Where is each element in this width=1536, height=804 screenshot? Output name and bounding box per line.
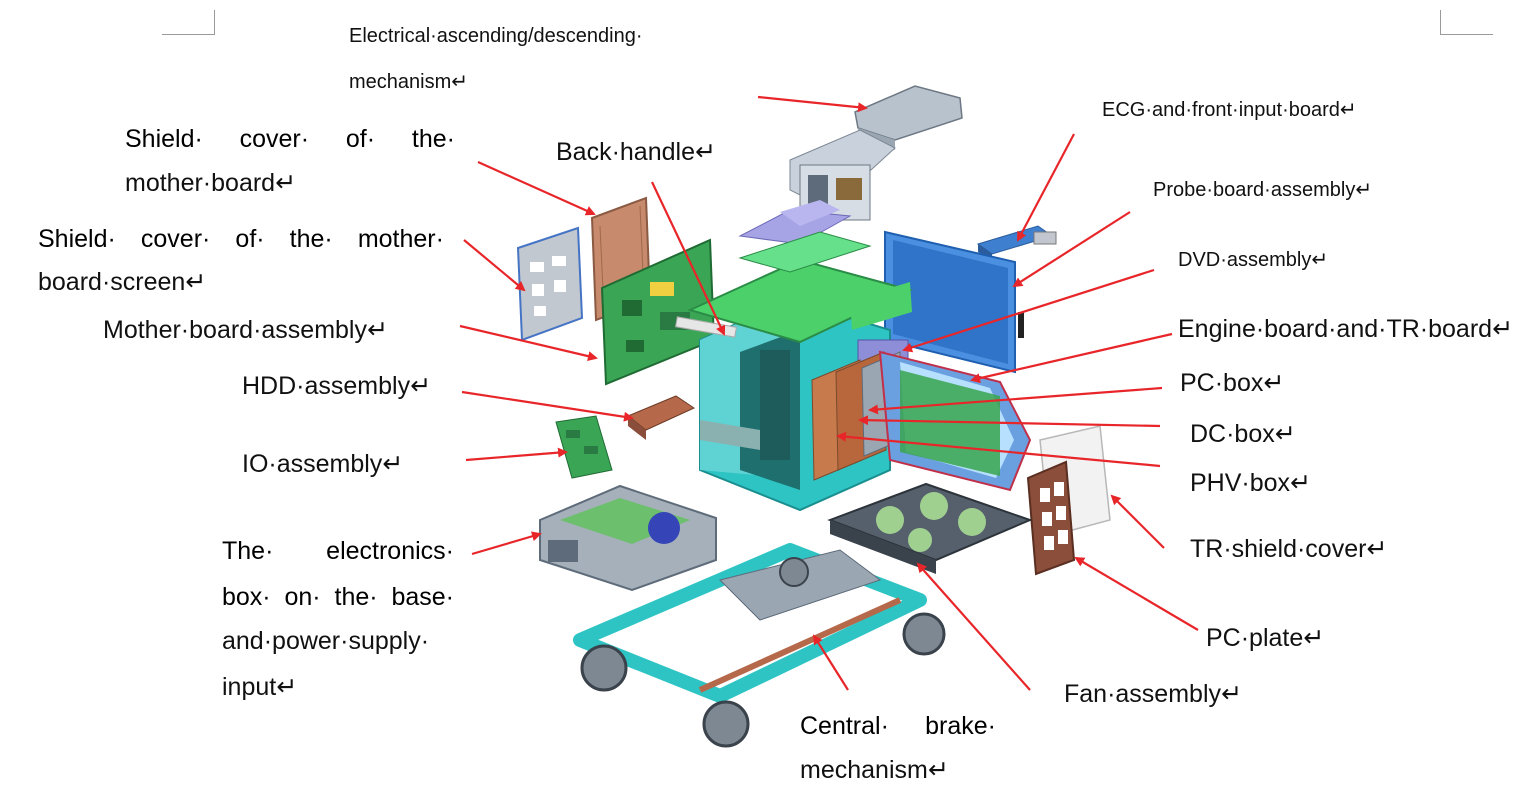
- label-shield-mb-line1: Shield· cover· of· the·: [125, 125, 455, 154]
- label-mother-board-assembly: Mother·board·assembly↵: [103, 316, 388, 344]
- label-electrical-line1: Electrical·ascending/descending·: [349, 25, 643, 47]
- arrow-ecg: [1017, 133, 1075, 242]
- label-word: the·: [411, 125, 455, 153]
- page-corner-mark-right: [1440, 10, 1493, 35]
- top-deck-part: [675, 231, 913, 344]
- label-word: Central·: [800, 712, 889, 740]
- arrow-dvd: [902, 268, 1155, 353]
- label-brake-line2: mechanism↵: [800, 756, 949, 784]
- label-io-assembly: IO·assembly↵: [242, 450, 404, 478]
- arrow-brake: [812, 634, 849, 691]
- shield-screen-part: [516, 226, 584, 342]
- label-shield-screen-line2: board·screen↵: [38, 268, 207, 296]
- arrow-probe: [1012, 211, 1131, 288]
- arrow-pc-box: [868, 386, 1163, 415]
- arrow-phv-box: [836, 431, 1161, 468]
- label-ecg-board: ECG·and·front·input·board↵: [1102, 99, 1357, 121]
- label-word: electronics·: [326, 537, 454, 565]
- arrow-tr-shield: [1110, 494, 1165, 549]
- arrow-io: [465, 447, 568, 462]
- label-word: cover·: [140, 225, 211, 253]
- label-tr-shield: TR·shield·cover↵: [1190, 535, 1388, 563]
- label-word: base·: [391, 583, 454, 611]
- label-pc-plate: PC·plate↵: [1206, 624, 1325, 652]
- label-back-handle: Back·handle↵: [556, 138, 716, 166]
- label-electronics-line2: box· on· the· base·: [222, 583, 454, 612]
- base-frame-part: [573, 543, 946, 748]
- label-shield-mb-line2: mother·board↵: [125, 169, 297, 197]
- lift-mechanism-part: [738, 85, 963, 245]
- label-electrical-line2: mechanism↵: [349, 71, 469, 93]
- label-word: mother·: [357, 225, 444, 253]
- io-part: [555, 415, 613, 479]
- label-fan-assembly: Fan·assembly↵: [1064, 680, 1242, 708]
- arrow-hdd: [461, 390, 634, 422]
- arrow-electronics-box: [471, 531, 542, 556]
- motherboard-part: [600, 238, 716, 386]
- label-word: brake·: [925, 712, 996, 740]
- label-word: box·: [222, 583, 271, 611]
- arrow-fan: [916, 562, 1031, 691]
- arrow-electrical: [757, 95, 868, 113]
- label-word: on·: [284, 583, 321, 611]
- label-word: The·: [222, 537, 274, 565]
- label-brake-line1: Central· brake·: [800, 712, 996, 741]
- page-corner-mark-left: [162, 10, 215, 35]
- label-word: Shield·: [38, 225, 116, 253]
- arrow-dc-box: [858, 415, 1161, 428]
- electronics-box-part: [539, 484, 717, 592]
- label-electronics-line1: The· electronics·: [222, 537, 454, 566]
- label-word: Shield·: [125, 125, 203, 153]
- arrow-mother-board: [459, 324, 598, 362]
- label-electronics-line4: input↵: [222, 673, 298, 701]
- label-shield-screen-line1: Shield· cover· of· the· mother·: [38, 225, 444, 254]
- label-electronics-line3: and·power·supply·: [222, 627, 430, 655]
- arrow-back-handle: [651, 181, 726, 336]
- arrow-shield-screen: [463, 239, 526, 292]
- arrow-pc-plate: [1074, 556, 1199, 631]
- label-dvd-assembly: DVD·assembly↵: [1178, 249, 1329, 271]
- arrow-shield-mb: [477, 160, 596, 216]
- label-hdd-assembly: HDD·assembly↵: [242, 372, 432, 400]
- probe-board-part: [884, 230, 1024, 374]
- label-engine-board: Engine·board·and·TR·board↵: [1178, 315, 1514, 343]
- label-word: the·: [334, 583, 378, 611]
- label-probe-board: Probe·board·assembly↵: [1153, 179, 1373, 201]
- label-word: cover·: [239, 125, 310, 153]
- label-word: the·: [289, 225, 333, 253]
- label-pc-box: PC·box↵: [1180, 369, 1285, 397]
- arrow-engine: [970, 332, 1173, 384]
- label-dc-box: DC·box↵: [1190, 420, 1296, 448]
- fan-assembly-part: [827, 482, 1033, 574]
- pc-plate-part: [1026, 460, 1076, 576]
- hdd-part: [627, 395, 696, 440]
- label-word: of·: [235, 225, 265, 253]
- label-word: of·: [345, 125, 376, 153]
- label-phv-box: PHV·box↵: [1190, 469, 1311, 497]
